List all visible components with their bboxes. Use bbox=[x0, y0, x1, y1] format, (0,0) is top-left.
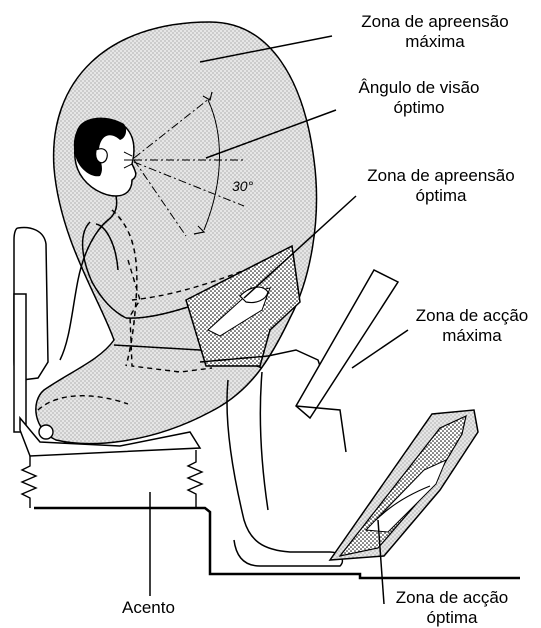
label-line: máxima bbox=[405, 32, 465, 51]
wall-panel bbox=[295, 269, 400, 420]
angle-label: 30° bbox=[232, 178, 254, 194]
figure-shin-back bbox=[259, 371, 269, 511]
label-line: Ângulo de visão bbox=[358, 78, 480, 97]
chair-knob bbox=[38, 424, 54, 440]
chair-spring-left bbox=[20, 456, 38, 508]
figure-upper-arm-2 bbox=[95, 223, 119, 271]
figure-forearm-dashed bbox=[131, 267, 251, 301]
label-zona-accao-maxima: Zona de acção máxima bbox=[402, 306, 541, 346]
label-line: Zona de acção bbox=[395, 588, 509, 607]
label-acento: Acento bbox=[122, 598, 175, 617]
figure-upper-arm bbox=[81, 221, 127, 319]
label-line: Zona de acção bbox=[415, 306, 529, 325]
label-line: máxima bbox=[442, 326, 502, 345]
leader-lines bbox=[149, 35, 409, 605]
label-line: Zona de apreensão bbox=[367, 166, 515, 185]
figure-hair bbox=[73, 117, 127, 177]
figure-hip bbox=[37, 395, 129, 411]
label-line: óptima bbox=[415, 186, 467, 205]
figure-chest bbox=[111, 209, 138, 367]
label-line: Zona de apreensão bbox=[361, 12, 509, 31]
chair-spring-right bbox=[186, 450, 204, 508]
floor-line bbox=[34, 506, 520, 580]
wall-support bbox=[295, 405, 347, 453]
sight-lines bbox=[133, 91, 245, 237]
figure-ear bbox=[95, 148, 108, 164]
figure-torso bbox=[59, 195, 118, 361]
figure-shin bbox=[226, 379, 344, 567]
optimum-action-zone bbox=[338, 414, 467, 557]
label-angulo-visao: Ângulo de visão óptimo bbox=[344, 78, 494, 118]
label-zona-accao-optima: Zona de acção óptima bbox=[382, 588, 522, 628]
foot-inner bbox=[375, 485, 431, 521]
figure-eye bbox=[123, 151, 133, 169]
max-grasp-zone bbox=[35, 21, 318, 445]
label-zona-apreensao-maxima: Zona de apreensão máxima bbox=[340, 12, 530, 52]
figure-torso-dashed bbox=[127, 259, 213, 373]
label-zona-apreensao-optima: Zona de apreensão óptima bbox=[346, 166, 536, 206]
label-line: óptima bbox=[426, 608, 478, 627]
label-line: óptimo bbox=[393, 98, 445, 117]
figure-hand bbox=[239, 286, 269, 304]
pedal-inner bbox=[364, 459, 447, 533]
chair-seat bbox=[19, 415, 202, 457]
chair-back-post bbox=[13, 293, 27, 433]
